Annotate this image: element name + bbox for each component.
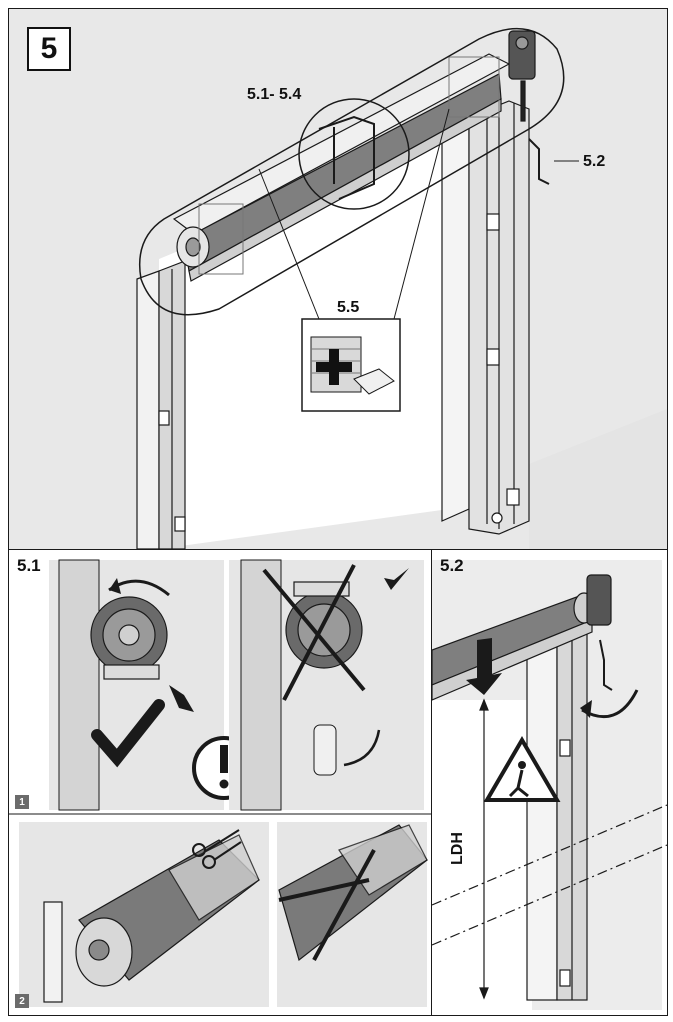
panel-5-1-title: 5.1 [17,556,41,575]
ldh-label: LDH [449,832,466,865]
sub-step-1-badge: 1 [15,795,29,809]
panel-5-2-illustration: LDH [432,560,667,1010]
accessories-box [301,318,401,412]
pointer-arrow-icon [169,685,194,712]
check-icon [91,699,165,768]
callout-accessories: 5.5 [337,299,359,316]
dimension-line [432,698,667,1000]
bracket-detail [318,115,375,200]
roller-shaft [172,53,511,282]
step-number-box: 5 [27,27,71,71]
shaft-wrapped [43,834,260,1003]
warning-triangle-icon [483,736,561,802]
motor-unit [508,30,536,122]
down-arrow-icon [466,638,502,695]
main-panel: 5.1- 5.4 5.2 5.5 5 [8,8,668,550]
cross-icon [262,564,366,701]
crank-handle [528,138,579,185]
zoom-circle [298,98,410,210]
spring-drum-correct [90,596,168,680]
right-frame [441,100,530,535]
panel-5-2-title: 5.2 [440,556,464,575]
step-number: 5 [40,32,58,65]
panel-5-2: LDH 5.2 [431,549,668,1016]
main-illustration: 5.1- 5.4 5.2 5.5 [9,9,667,549]
left-frame [136,260,186,549]
cross-icon [278,849,376,961]
sub-step-2-badge: 2 [15,994,29,1008]
side-frame [526,609,588,1001]
scissors-icon [192,829,242,869]
panel-5-1-illustration [9,559,431,1007]
callout-crank: 5.2 [583,153,605,170]
panel-5-1: 5.1 1 2 [8,549,432,1016]
detail-outline [138,27,565,316]
callout-range: 5.1- 5.4 [247,86,301,103]
spring-drum-wrong [285,581,363,669]
